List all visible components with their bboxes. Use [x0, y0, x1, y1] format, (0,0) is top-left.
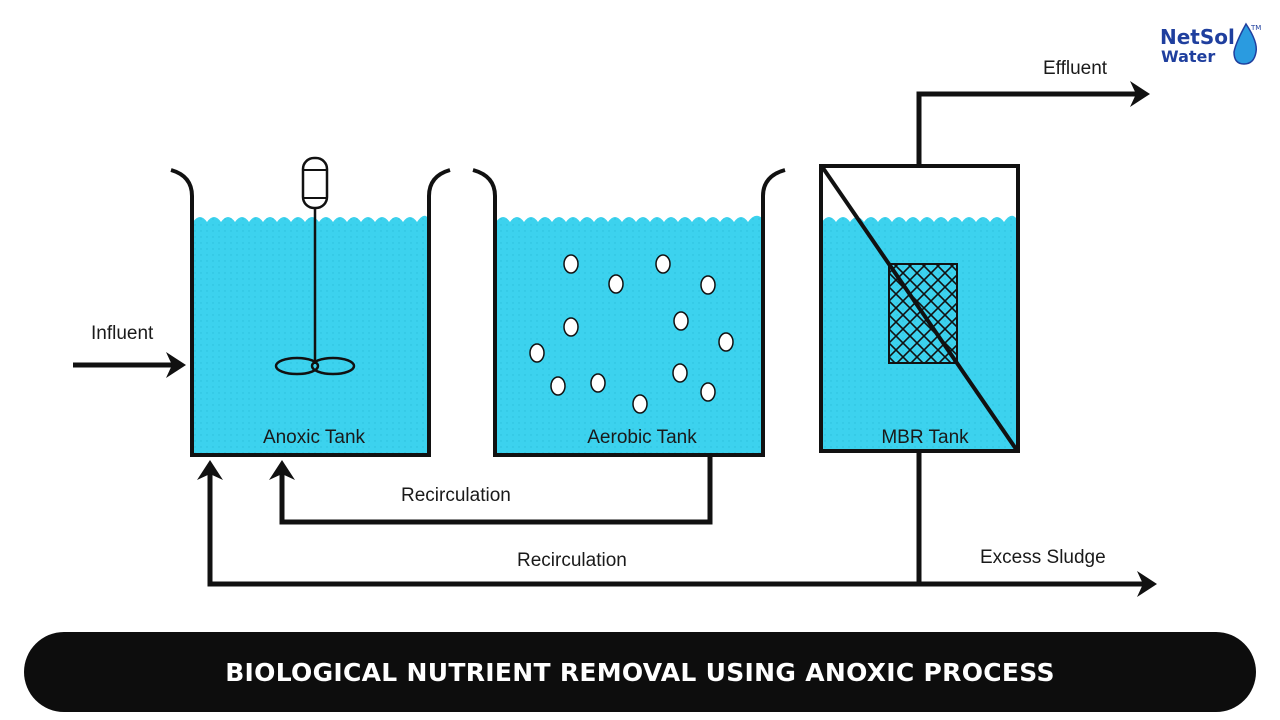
air-bubble — [718, 332, 734, 352]
outer-recirculation-line — [197, 451, 1157, 597]
mbr-diagonal — [821, 166, 1018, 451]
air-bubble — [672, 363, 688, 383]
water-drop-icon — [1233, 22, 1258, 65]
mbr-tank-label: MBR Tank — [881, 427, 969, 448]
influent-arrow — [73, 352, 186, 378]
air-bubble — [700, 275, 716, 295]
air-bubble — [700, 382, 716, 402]
air-bubble — [563, 254, 579, 274]
logo-line2: Water — [1161, 47, 1215, 66]
banner-title: BIOLOGICAL NUTRIENT REMOVAL USING ANOXIC… — [225, 657, 1055, 687]
aerobic-water — [496, 215, 762, 454]
excess-sludge-label: Excess Sludge — [980, 547, 1106, 568]
air-bubble — [655, 254, 671, 274]
air-bubble — [550, 376, 566, 396]
anoxic-tank: Anoxic Tank — [170, 156, 451, 457]
air-bubbles — [529, 254, 734, 414]
effluent-arrow — [916, 81, 1150, 166]
mixer-icon — [274, 156, 356, 376]
inner-recirculation-label: Recirculation — [401, 485, 511, 506]
logo-line1: NetSol — [1160, 25, 1235, 49]
anoxic-water — [193, 215, 428, 454]
aerobic-tank: Aerobic Tank — [472, 168, 786, 457]
anoxic-tank-wall — [170, 168, 451, 457]
anoxic-tank-label: Anoxic Tank — [263, 427, 366, 448]
trademark-mark: TM — [1250, 24, 1261, 32]
netsol-logo: NetSol Water TM — [1160, 22, 1261, 66]
air-bubble — [590, 373, 606, 393]
influent-label: Influent — [91, 323, 154, 344]
outer-recirculation-label: Recirculation — [517, 550, 627, 571]
aerobic-tank-wall — [472, 168, 786, 457]
air-bubble — [673, 311, 689, 331]
air-bubble — [608, 274, 624, 294]
effluent-label: Effluent — [1043, 58, 1108, 79]
air-bubble — [632, 394, 648, 414]
mbr-tank: MBR Tank — [819, 164, 1020, 453]
inner-recirculation-line — [269, 455, 713, 525]
aerobic-tank-label: Aerobic Tank — [587, 427, 697, 448]
process-diagram: Anoxic Tank Aerobic Tank MBR Tank — [73, 22, 1261, 597]
air-bubble — [529, 343, 545, 363]
title-banner: BIOLOGICAL NUTRIENT REMOVAL USING ANOXIC… — [24, 632, 1256, 712]
air-bubble — [563, 317, 579, 337]
